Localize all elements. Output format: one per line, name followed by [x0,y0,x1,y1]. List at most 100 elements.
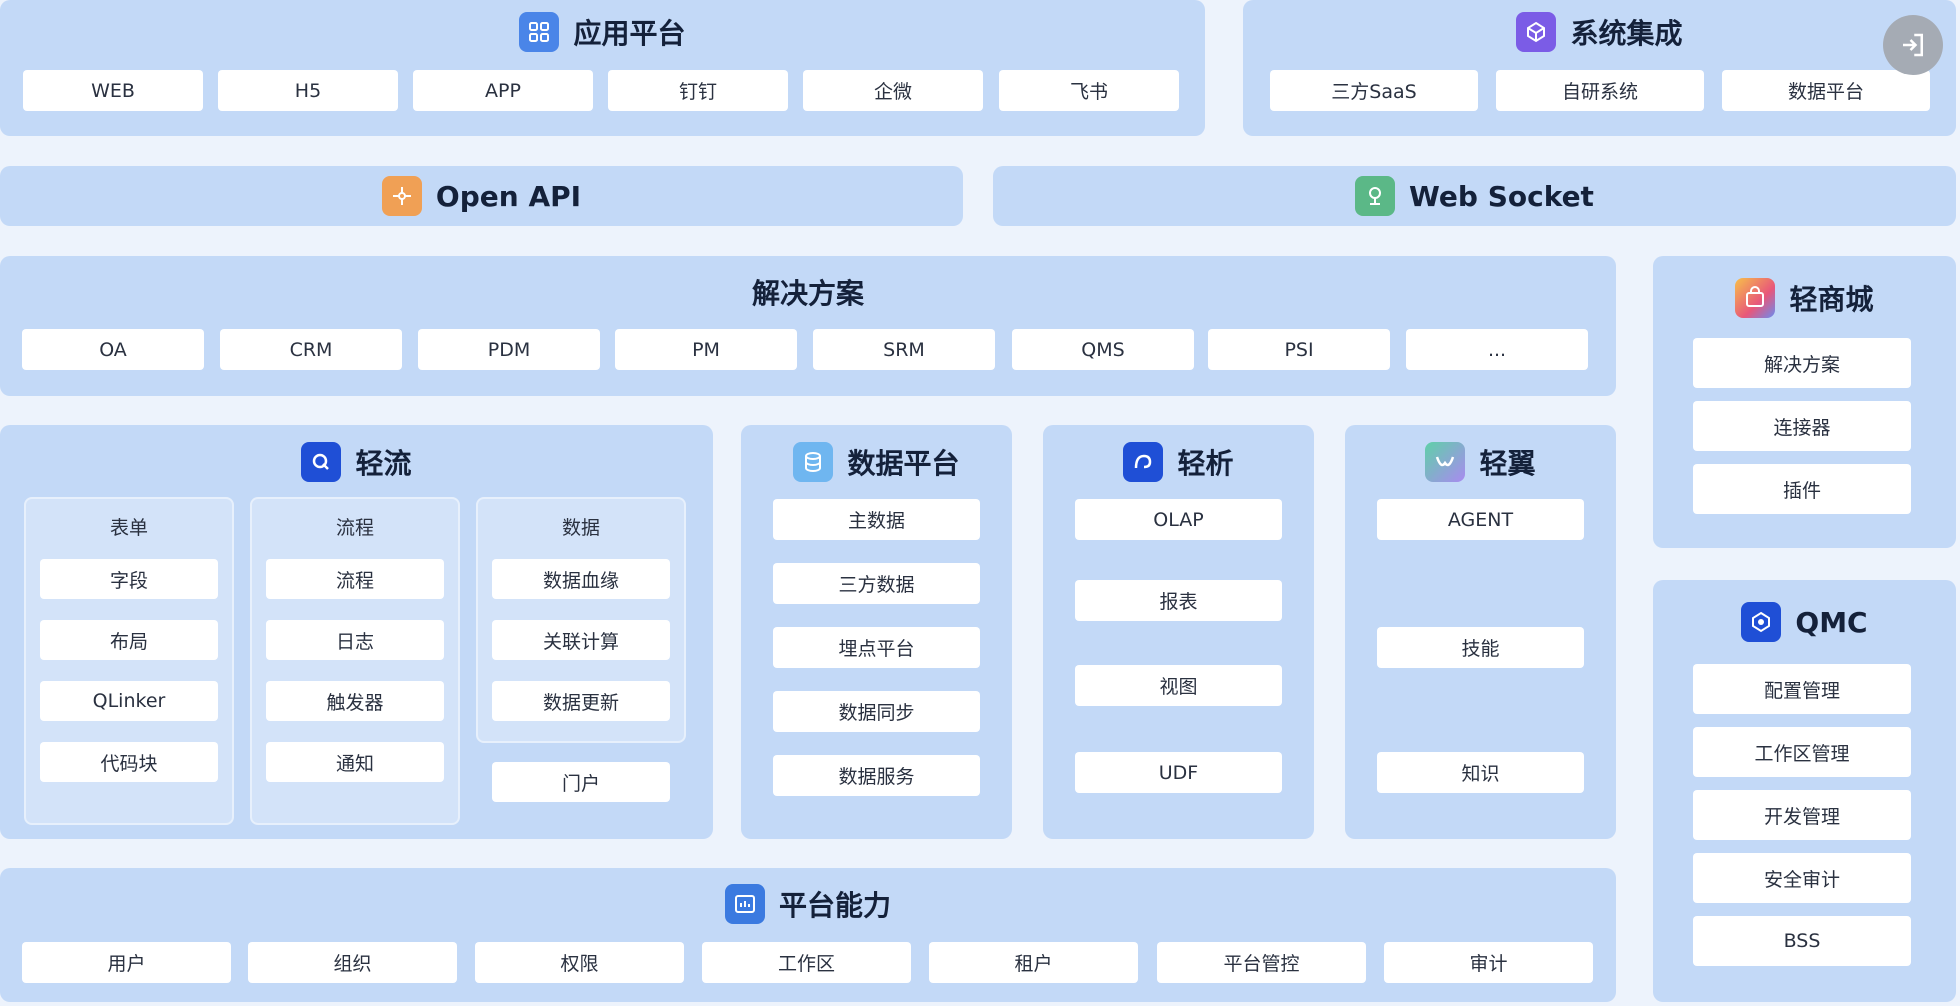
web-socket-title: Web Socket [1409,179,1594,213]
data-platform-item-third-party[interactable]: 三方数据 [773,563,980,604]
exit-icon [1903,33,1923,57]
qingxi-item-olap[interactable]: OLAP [1075,499,1282,540]
app-platform-panel: 应用平台 WEB H5 APP 钉钉 企微 飞书 [0,0,1205,136]
qingxi-item-udf[interactable]: UDF [1075,752,1282,793]
data-item-lineage[interactable]: 数据血缘 [492,559,670,599]
system-integration-item-saas[interactable]: 三方SaaS [1270,70,1478,111]
process-item-trigger[interactable]: 触发器 [266,681,444,721]
qingyi-item-skill[interactable]: 技能 [1377,627,1584,668]
mall-item-solutions[interactable]: 解决方案 [1693,338,1911,388]
platform-item-user[interactable]: 用户 [22,942,231,983]
solution-item-oa[interactable]: OA [22,329,204,370]
platform-capability-header: 平台能力 [0,884,1616,924]
qmc-item-workspace[interactable]: 工作区管理 [1693,727,1911,777]
data-platform-title: 数据平台 [847,447,960,480]
app-platform-item-dingtalk[interactable]: 钉钉 [608,70,788,111]
data-platform-item-master[interactable]: 主数据 [773,499,980,540]
qingyi-title: 轻翼 [1479,447,1536,480]
database-icon [793,442,834,482]
solution-item-qms[interactable]: QMS [1012,329,1194,370]
app-platform-item-h5[interactable]: H5 [218,70,398,111]
solution-item-pdm[interactable]: PDM [418,329,600,370]
solutions-title: 解决方案 [751,277,864,310]
app-platform-item-web[interactable]: WEB [23,70,203,111]
api-icon [381,176,422,216]
app-platform-item-app[interactable]: APP [413,70,593,111]
solutions-panel: 解决方案 OA CRM PDM PM SRM QMS PSI ... [0,256,1616,396]
app-platform-item-feishu[interactable]: 飞书 [999,70,1179,111]
form-item-layout[interactable]: 布局 [40,620,218,660]
platform-item-control[interactable]: 平台管控 [1157,942,1366,983]
mall-icon [1735,278,1776,318]
solution-item-psi[interactable]: PSI [1208,329,1390,370]
platform-item-permission[interactable]: 权限 [475,942,684,983]
qingxi-title: 轻析 [1177,447,1234,480]
platform-capability-panel: 平台能力 用户 组织 权限 工作区 租户 平台管控 审计 [0,868,1616,1002]
open-api-panel: Open API [0,166,963,226]
qing-mall-header: 轻商城 [1653,278,1956,318]
qmc-title: QMC [1795,605,1868,639]
web-socket-panel: Web Socket [993,166,1956,226]
apps-grid-icon [519,12,560,52]
platform-item-workspace[interactable]: 工作区 [702,942,911,983]
platform-item-audit[interactable]: 审计 [1384,942,1593,983]
qmc-item-config[interactable]: 配置管理 [1693,664,1911,714]
qingyi-panel: 轻翼 AGENT 技能 知识 [1345,425,1616,839]
platform-icon [724,884,765,924]
system-integration-item-inhouse[interactable]: 自研系统 [1496,70,1704,111]
system-integration-header: 系统集成 [1243,12,1956,52]
qmc-logo-icon [1741,602,1782,642]
exit-button[interactable] [1883,15,1943,75]
data-platform-item-service[interactable]: 数据服务 [773,755,980,796]
qingliu-data-group: 数据 数据血缘 关联计算 数据更新 [476,497,686,743]
qmc-header: QMC [1653,602,1956,642]
qing-mall-panel: 轻商城 解决方案 连接器 插件 [1653,256,1956,548]
mall-item-connector[interactable]: 连接器 [1693,401,1911,451]
qingyi-logo-icon [1425,442,1466,482]
web-socket-header: Web Socket [993,176,1956,216]
data-item-association-calc[interactable]: 关联计算 [492,620,670,660]
form-item-qlinker[interactable]: QLinker [40,681,218,721]
qingxi-item-view[interactable]: 视图 [1075,665,1282,706]
data-platform-item-tracking[interactable]: 埋点平台 [773,627,980,668]
platform-capability-title: 平台能力 [778,889,891,922]
process-item-log[interactable]: 日志 [266,620,444,660]
system-integration-title: 系统集成 [1570,17,1683,50]
process-item-flow[interactable]: 流程 [266,559,444,599]
qingliu-portal[interactable]: 门户 [492,762,670,802]
qingxi-header: 轻析 [1043,442,1314,482]
solution-item-more[interactable]: ... [1406,329,1588,370]
form-item-field[interactable]: 字段 [40,559,218,599]
platform-item-tenant[interactable]: 租户 [929,942,1138,983]
data-platform-item-sync[interactable]: 数据同步 [773,691,980,732]
qingyi-item-knowledge[interactable]: 知识 [1377,752,1584,793]
platform-item-org[interactable]: 组织 [248,942,457,983]
process-item-notification[interactable]: 通知 [266,742,444,782]
qingliu-form-group: 表单 字段 布局 QLinker 代码块 [24,497,234,825]
form-group-title: 表单 [109,517,148,539]
qingyi-header: 轻翼 [1345,442,1616,482]
solutions-header: 解决方案 [0,272,1616,312]
data-platform-panel: 数据平台 主数据 三方数据 埋点平台 数据同步 数据服务 [741,425,1012,839]
app-platform-item-wecom[interactable]: 企微 [803,70,983,111]
qmc-item-dev[interactable]: 开发管理 [1693,790,1911,840]
qingliu-title: 轻流 [355,447,412,480]
qmc-item-security-audit[interactable]: 安全审计 [1693,853,1911,903]
socket-icon [1355,176,1396,216]
app-platform-title: 应用平台 [573,17,686,50]
solution-item-crm[interactable]: CRM [220,329,402,370]
data-item-update[interactable]: 数据更新 [492,681,670,721]
mall-item-plugin[interactable]: 插件 [1693,464,1911,514]
process-group-title: 流程 [335,517,374,539]
qingxi-logo-icon [1123,442,1164,482]
qingliu-logo-icon [301,442,342,482]
qingliu-header: 轻流 [0,442,713,482]
solution-item-pm[interactable]: PM [615,329,797,370]
qingxi-item-report[interactable]: 报表 [1075,580,1282,621]
solution-item-srm[interactable]: SRM [813,329,995,370]
qingyi-item-agent[interactable]: AGENT [1377,499,1584,540]
system-integration-item-data-platform[interactable]: 数据平台 [1722,70,1930,111]
qingliu-panel: 轻流 表单 字段 布局 QLinker 代码块 流程 流程 日志 触发器 通知 … [0,425,713,839]
qmc-item-bss[interactable]: BSS [1693,916,1911,966]
form-item-code-block[interactable]: 代码块 [40,742,218,782]
